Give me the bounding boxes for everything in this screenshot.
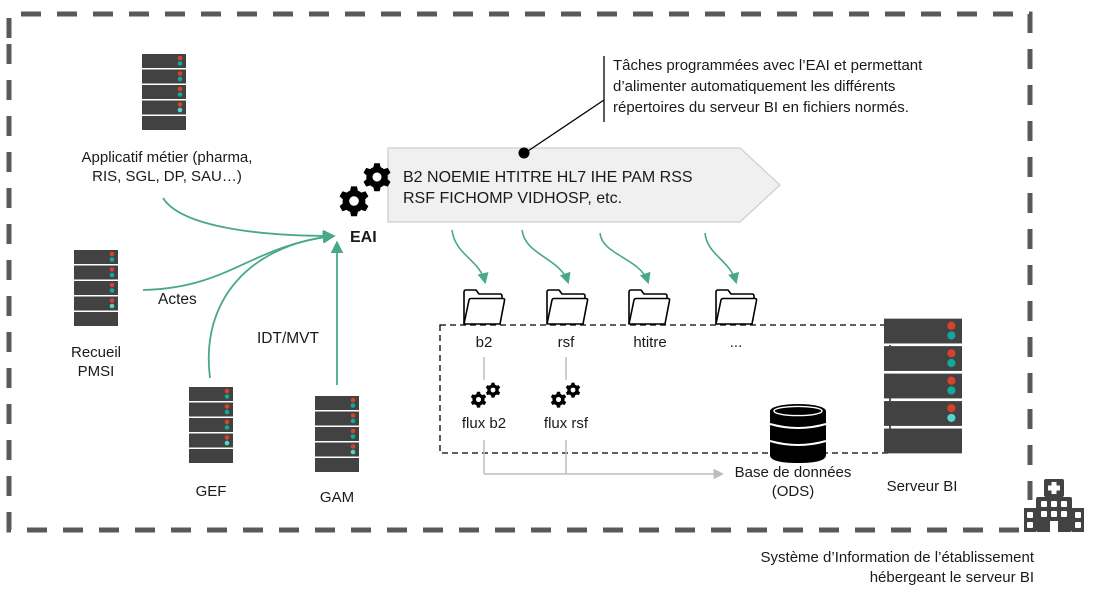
callout-text: Tâches programmées avec l’EAI et permett… <box>613 57 923 116</box>
arrow-label-idt-mvt: IDT/MVT <box>257 330 319 347</box>
folder-icon-more[interactable] <box>715 289 758 325</box>
folder-label-more: ... <box>729 334 743 351</box>
eai-gears-icon <box>339 163 391 217</box>
server-rack-icon-applicatif <box>142 54 186 130</box>
eai-formats: B2 NOEMIE HTITRE HL7 IHE PAM RSS RSF FIC… <box>403 169 693 207</box>
folder-label-b2: b2 <box>475 334 493 351</box>
outer-boundary <box>6 11 1033 533</box>
hospital-icon <box>1024 479 1084 532</box>
eai-label: EAI <box>350 229 377 246</box>
footer-caption: Système d’Information de l’établissement… <box>760 549 1034 586</box>
flux-label-rsf: flux rsf <box>543 415 589 432</box>
bi-server-label: Serveur BI <box>886 478 958 495</box>
folder-icon-htitre[interactable] <box>628 289 671 325</box>
formats-banner <box>387 147 781 223</box>
arrow-label-actes: Actes <box>158 291 197 308</box>
database-icon <box>769 404 827 463</box>
source-label-recueil: Recueil PMSI <box>70 344 122 380</box>
flux-connectors <box>483 357 725 480</box>
source-to-eai-arrows <box>142 197 344 385</box>
banner-to-folder-arrows <box>451 229 740 285</box>
folder-label-htitre: htitre <box>633 334 667 351</box>
flux-label-b2: flux b2 <box>461 415 507 432</box>
arrow-applicatif-eai <box>162 197 336 243</box>
server-rack-icon-bi <box>884 318 962 454</box>
server-rack-icon-gef <box>189 387 233 463</box>
arrow-recueil-eai <box>142 230 336 291</box>
arrow-gef-eai <box>207 230 336 379</box>
callout-connector <box>518 56 605 159</box>
source-label-gam: GAM <box>319 489 355 506</box>
server-rack-icon-recueil <box>74 250 118 326</box>
flux-rsf-gears-icon <box>550 382 581 408</box>
database-label: Base de données (ODS) <box>734 464 852 500</box>
source-label-applicatif: Applicatif métier (pharma, RIS, SGL, DP,… <box>81 149 253 185</box>
folder-icon-rsf[interactable] <box>546 289 589 325</box>
folder-label-rsf: rsf <box>557 334 575 351</box>
folder-icon-b2[interactable] <box>463 289 506 325</box>
source-label-gef: GEF <box>195 483 227 500</box>
server-rack-icon-gam <box>315 396 359 472</box>
flux-b2-gears-icon <box>470 382 501 408</box>
